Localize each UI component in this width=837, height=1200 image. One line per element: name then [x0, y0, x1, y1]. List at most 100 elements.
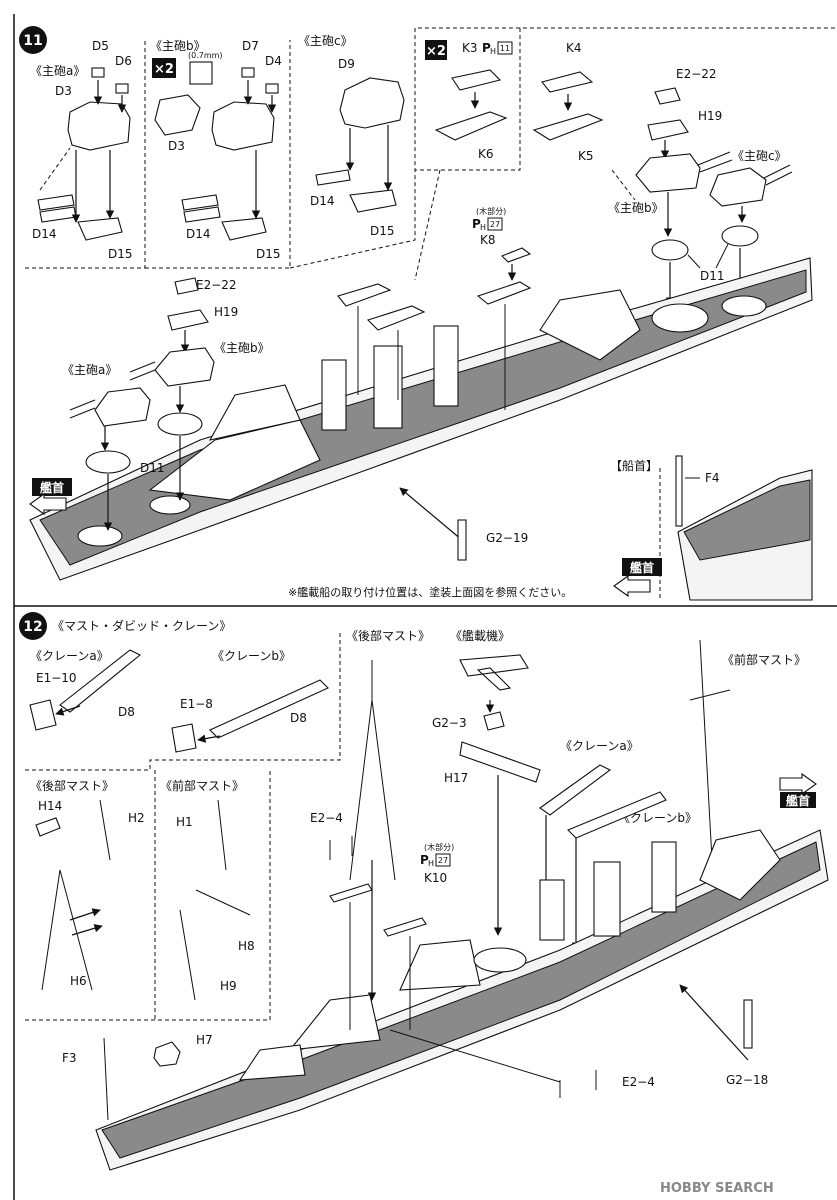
label-d15-c: D15 — [370, 224, 395, 238]
funnel-3-12 — [651, 841, 677, 913]
part-g2-3 — [483, 711, 505, 731]
aft-barbette-2 — [721, 295, 767, 317]
part-e2-4-top — [329, 836, 353, 860]
bow-badge-left — [32, 478, 72, 496]
label-d6: D6 — [115, 54, 132, 68]
part-k10-1 — [329, 883, 373, 903]
part-f4 — [675, 455, 683, 527]
label-f4: F4 — [705, 471, 720, 485]
part-k10-2 — [383, 917, 427, 937]
bow-arrow-inset-icon — [613, 574, 651, 598]
bow-inset-title: 【船首】 — [610, 459, 658, 473]
bow-inset-deck — [683, 479, 811, 561]
bridge-11 — [208, 384, 301, 441]
part-d8-crane-b — [209, 679, 329, 739]
label-h19-left: H19 — [214, 305, 238, 319]
funnel-2-12 — [593, 861, 621, 937]
part-e2-22-right — [654, 87, 681, 105]
label-k10: K10 — [424, 871, 447, 885]
barrels-c-right — [763, 164, 793, 186]
part-k4 — [541, 71, 594, 93]
part-e1-10 — [29, 699, 57, 731]
label-h9: H9 — [220, 979, 237, 993]
label-turret-b: 《主砲b》 — [150, 39, 206, 53]
aircraft-icon — [459, 654, 529, 691]
step-11: 11 《主砲a》 D5 D6 D3 D14 D15 《主砲b》 ×2 (0.7m… — [19, 26, 837, 601]
label-k3-ph: P — [482, 41, 491, 55]
turret-a-ship — [94, 387, 151, 427]
step-12: 12 《マスト・ダビッド・クレーン》 《クレーンa》 D8 E1−10 《クレー… — [19, 612, 829, 1171]
label-h19-right: H19 — [698, 109, 722, 123]
label-fore-mast-ship: 《前部マスト》 — [722, 652, 806, 667]
bow-text-right: 艦首 — [786, 793, 810, 808]
part-h17-catapult — [459, 741, 541, 783]
label-h8: H8 — [238, 939, 255, 953]
turret-b-right — [635, 153, 701, 193]
k10-box — [435, 853, 451, 867]
aft-superstructure-12 — [699, 829, 781, 901]
part-h8 — [195, 889, 251, 916]
aft-barbette-1 — [651, 303, 709, 333]
barrels-a-ship — [69, 399, 96, 419]
label-d3-a: D3 — [55, 84, 72, 98]
part-d11-ship-1 — [157, 412, 203, 436]
label-aircraft: 《艦載機》 — [450, 628, 510, 643]
step-12-number: 12 — [23, 619, 42, 635]
catapult-base-12 — [473, 947, 527, 973]
turret-c-d9 — [339, 77, 405, 129]
leader-k5 — [611, 169, 636, 201]
part-d4 — [265, 83, 279, 94]
part-d14-barrels-a — [37, 194, 77, 223]
part-d8-crane-a — [59, 649, 142, 713]
label-k10-ph: P — [420, 853, 429, 867]
part-h1 — [217, 799, 227, 871]
leader-k6 — [414, 169, 441, 281]
boat-k8-mounted — [476, 281, 532, 305]
watermark: HOBBY SEARCH — [660, 1181, 774, 1196]
label-k3-ph-sub: H — [490, 47, 496, 56]
funnel-1-11 — [321, 359, 347, 431]
bow-arrow-right-icon — [779, 772, 817, 796]
label-d15-a: D15 — [108, 247, 133, 261]
label-k10-box: 27 — [438, 856, 448, 865]
label-h2: H2 — [128, 811, 145, 825]
label-main-c-right: 《主砲c》 — [732, 149, 787, 163]
boat-k6-mounted-1 — [337, 283, 392, 307]
label-k5: K5 — [578, 149, 594, 163]
step-12-title: 《マスト・ダビッド・クレーン》 — [52, 618, 231, 633]
fwd-barbette-2 — [149, 495, 191, 515]
part-h7 — [153, 1041, 181, 1067]
label-d11-right: D11 — [700, 269, 725, 283]
arrow-h6-2 — [71, 924, 103, 936]
panel-divider-cranes — [25, 630, 341, 771]
part-d5 — [91, 67, 105, 78]
turret-b-d3 — [211, 101, 275, 151]
label-main-b-right: 《主砲b》 — [608, 201, 664, 215]
crane-a-ship — [539, 764, 612, 816]
barrels-b-right — [697, 151, 733, 173]
part-e1-8 — [171, 723, 197, 753]
label-crane-a-ship: 《クレーンa》 — [560, 739, 639, 753]
bow-arrow-left-icon — [29, 492, 67, 516]
label-k8: K8 — [480, 233, 496, 247]
label-d8-b: D8 — [290, 711, 307, 725]
boat-k6-mounted-2 — [366, 305, 426, 331]
label-aft-mast: 《後部マスト》 — [30, 778, 114, 793]
label-e1-8: E1−8 — [180, 697, 213, 711]
label-h7: H7 — [196, 1033, 213, 1047]
part-k3 — [451, 69, 502, 91]
bow-badge-inset — [622, 558, 662, 576]
part-h19-left — [167, 309, 209, 331]
panel-divider-boats — [415, 28, 521, 171]
arrow-h6-1 — [69, 908, 101, 921]
x2-text-a: ×2 — [154, 62, 174, 77]
aft-mast-assembled — [349, 660, 396, 881]
label-d4: D4 — [265, 54, 282, 68]
part-k5 — [532, 113, 604, 141]
turret-b-top-view — [154, 94, 201, 136]
label-e2-4-top: E2−4 — [310, 811, 343, 825]
label-main-a-ship: 《主砲a》 — [62, 363, 117, 377]
label-k8-ph-sub: H — [480, 223, 486, 232]
label-d5: D5 — [92, 39, 109, 53]
